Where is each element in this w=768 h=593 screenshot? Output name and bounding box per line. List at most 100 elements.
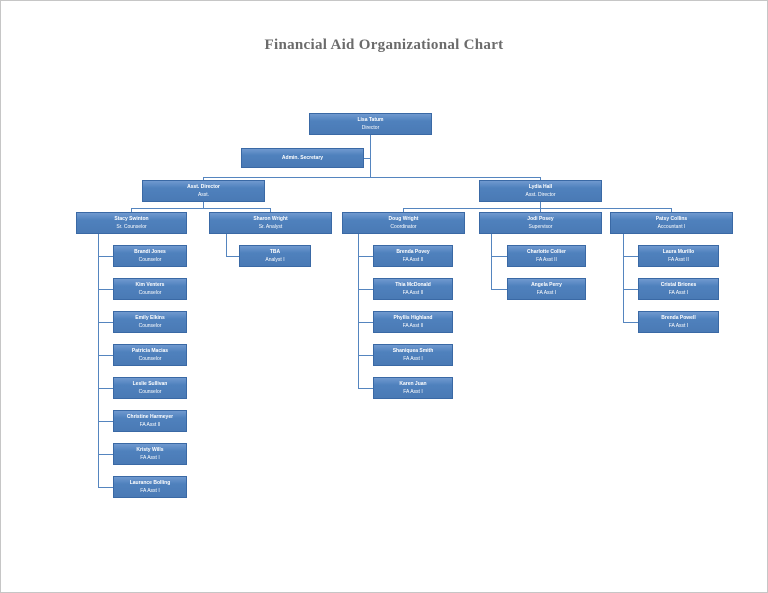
person-title: Asst. (197, 192, 210, 198)
org-box-manager-coordinator: Doug Wright Coordinator (342, 212, 465, 234)
person-title: Sr. Counselor (116, 224, 147, 230)
person-title: Asst. Director (525, 192, 556, 198)
person-name: TBA (269, 249, 281, 255)
person-title: FA Asst II (668, 257, 689, 263)
connector-line (671, 208, 672, 213)
person-title: FA Asst I (403, 389, 423, 395)
person-name: Emily Elkins (135, 315, 165, 321)
org-box-report: Karen Juan FA Asst I (373, 377, 453, 399)
org-box-manager-supervisor: Jodi Posey Supervisor (479, 212, 602, 234)
connector-line (98, 256, 113, 257)
person-name: Charlotte Collier (527, 249, 566, 255)
org-box-asst-director-left: Asst. Director Asst. (142, 180, 265, 202)
person-name: Phyllis Highland (393, 315, 433, 321)
person-title: Counselor (138, 389, 162, 395)
person-name: Thia McDonald (395, 282, 431, 288)
person-title: FA Asst I (140, 488, 160, 494)
person-title: FA Asst II (402, 257, 424, 263)
person-title: Analyst I (265, 257, 285, 263)
connector-line (131, 208, 271, 209)
person-title: Supervisor (528, 224, 553, 230)
person-name: Angela Perry (531, 282, 562, 288)
person-title: FA Asst II (536, 257, 557, 263)
analyst-reports-column: TBA Analyst I (239, 245, 311, 267)
connector-line (491, 234, 492, 289)
person-title: FA Asst II (402, 323, 424, 329)
connector-line (270, 208, 271, 213)
supervisor-reports-column: Charlotte Collier FA Asst II Angela Perr… (507, 245, 586, 300)
person-name: Patsy Collins (655, 216, 688, 222)
org-box-manager-sr-counselor: Stacy Swinton Sr. Counselor (76, 212, 187, 234)
connector-line (358, 234, 359, 388)
org-box-report: TBA Analyst I (239, 245, 311, 267)
org-box-asst-director-right: Lydia Hall Asst. Director (479, 180, 602, 202)
person-title: FA Asst I (668, 323, 689, 329)
connector-line (491, 289, 507, 290)
connector-line (226, 256, 239, 257)
connector-line (98, 289, 113, 290)
connector-line (540, 208, 541, 213)
connector-line (623, 234, 624, 322)
person-name: Shaniquea Smith (392, 348, 434, 354)
connector-line (623, 256, 638, 257)
person-name: Kim Venters (135, 282, 165, 288)
connector-line (403, 208, 672, 209)
person-name: Patricia Macias (131, 348, 169, 354)
person-name: Laurance Bolling (129, 480, 171, 486)
connector-line (491, 256, 507, 257)
org-box-report: Brandi Jones Counselor (113, 245, 187, 267)
person-name: Lydia Hall (528, 184, 553, 190)
person-name: Cristal Briones (660, 282, 697, 288)
person-title: Accountant I (657, 224, 686, 230)
connector-line (98, 487, 113, 488)
person-title: FA Asst I (668, 290, 689, 296)
connector-line (98, 355, 113, 356)
org-box-report: Laurance Bolling FA Asst I (113, 476, 187, 498)
connector-line (203, 177, 541, 178)
counselor-reports-column: Brandi Jones Counselor Kim Venters Couns… (113, 245, 187, 498)
person-title: Counselor (138, 257, 162, 263)
person-title: Sr. Analyst (258, 224, 283, 230)
coordinator-reports-column: Brenda Povey FA Asst II Thia McDonald FA… (373, 245, 453, 399)
org-box-manager-sr-analyst: Sharon Wright Sr. Analyst (209, 212, 332, 234)
connector-line (98, 454, 113, 455)
person-title: Counselor (138, 290, 162, 296)
org-box-report: Emily Elkins Counselor (113, 311, 187, 333)
person-title: Counselor (138, 356, 162, 362)
connector-line (370, 135, 371, 177)
person-name: Admin. Secretary (281, 155, 324, 161)
person-title: Counselor (138, 323, 162, 329)
org-box-report: Cristal Briones FA Asst I (638, 278, 719, 300)
person-name: Sharon Wright (253, 216, 288, 222)
org-box-report: Christine Harmeyer FA Asst II (113, 410, 187, 432)
org-box-report: Kristy Wills FA Asst I (113, 443, 187, 465)
org-box-report: Laura Murillo FA Asst II (638, 245, 719, 267)
org-box-admin-secretary: Admin. Secretary (241, 148, 364, 168)
connector-line (98, 322, 113, 323)
org-box-report: Leslie Sullivan Counselor (113, 377, 187, 399)
connector-line (358, 256, 373, 257)
person-title: FA Asst I (536, 290, 557, 296)
person-name: Laura Murillo (662, 249, 695, 255)
connector-line (203, 202, 204, 209)
connector-line (364, 158, 371, 159)
connector-line (623, 322, 638, 323)
connector-line (358, 322, 373, 323)
person-name: Leslie Sullivan (132, 381, 168, 387)
org-box-report: Phyllis Highland FA Asst II (373, 311, 453, 333)
person-title: Director (361, 125, 380, 131)
org-box-director: Lisa Tatum Director (309, 113, 432, 135)
person-name: Asst. Director (187, 184, 220, 190)
person-title: FA Asst II (139, 422, 161, 428)
org-box-report: Kim Venters Counselor (113, 278, 187, 300)
org-box-report: Brenda Powell FA Asst I (638, 311, 719, 333)
connector-line (540, 177, 541, 181)
person-name: Stacy Swinton (114, 216, 149, 222)
connector-line (358, 289, 373, 290)
person-title: FA Asst II (402, 290, 424, 296)
person-title: Coordinator (390, 224, 417, 230)
person-name: Christine Harmeyer (126, 414, 174, 420)
org-box-report: Charlotte Collier FA Asst II (507, 245, 586, 267)
person-name: Brandi Jones (134, 249, 166, 255)
